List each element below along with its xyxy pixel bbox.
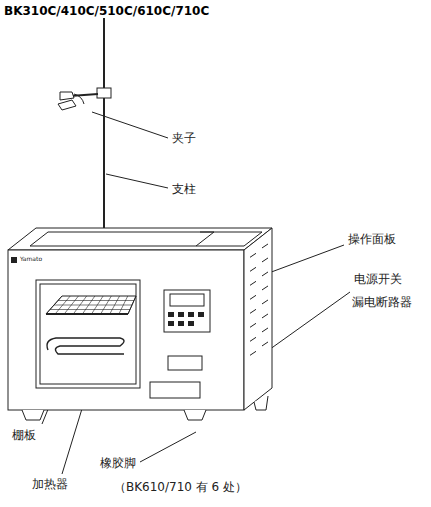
stroke [250,295,256,299]
part-label: 漏电断路器 [352,295,412,310]
stroke [262,258,268,262]
stroke [262,300,268,304]
stroke [50,309,130,310]
part-label: 夹子 [172,131,196,146]
stroke [250,337,256,341]
stroke [58,300,134,301]
stroke [262,314,268,318]
stroke [250,267,256,271]
stroke [262,328,268,332]
stroke [250,281,256,285]
part-label: 加热器 [32,477,68,492]
part-label: 操作面板 [348,232,396,247]
part-label: 支柱 [172,182,196,197]
stroke [262,272,268,276]
part-label: 橡胶脚 [100,456,136,471]
title: BK310C/410C/510C/610C/710C [4,4,209,18]
stroke [250,309,256,313]
part-label: 棚板 [12,428,36,443]
brand-logo: Yamato [20,255,42,262]
stroke [54,305,132,306]
stroke [250,323,256,327]
part-label: 电源开关 [354,272,402,287]
stroke [262,286,268,290]
part-label: （BK610/710 有 6 处） [114,480,247,495]
stroke [262,244,268,248]
stroke [250,253,256,257]
stroke [262,342,268,346]
stroke [250,351,256,355]
